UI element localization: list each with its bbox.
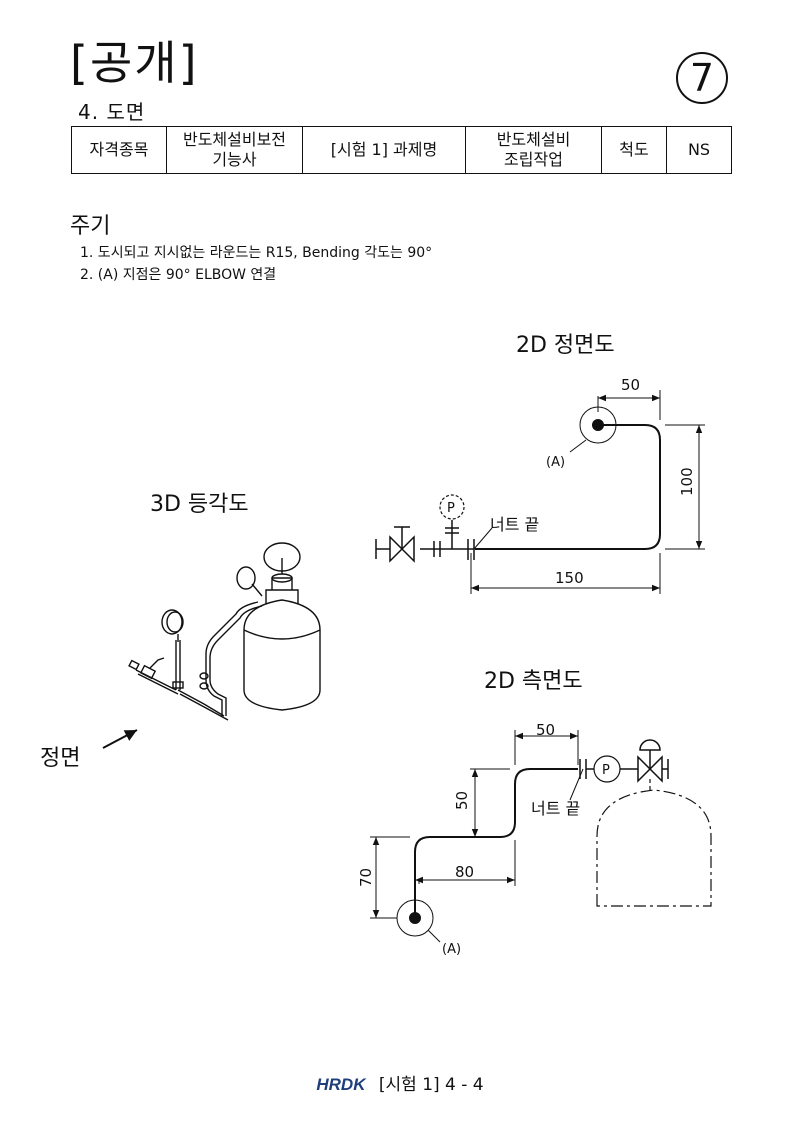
brand-logo: HRDK [316, 1075, 366, 1094]
front-gauge-circle [439, 494, 465, 520]
front-label-a: (A) [546, 455, 565, 470]
qualification-line2: 기능사 [212, 150, 257, 169]
iso-tank [243, 599, 321, 711]
section-title: 4. 도면 [78, 100, 146, 124]
task-line1: 반도체설비 [496, 130, 571, 149]
page-number-badge: 7 [676, 52, 728, 104]
note-item: 1. 도시되고 지시없는 라운드는 R15, Bending 각도는 90° [80, 245, 433, 261]
side-gauge-label: P [602, 763, 610, 778]
front-pipe [475, 424, 661, 550]
iso-pressure-gauge [161, 609, 183, 635]
side-dim-left-vertical: 70 [357, 868, 375, 887]
front-direction-arrow [102, 729, 138, 749]
front-dim-right: 100 [678, 467, 696, 496]
qualification-line1: 반도체설비보전 [182, 130, 287, 149]
front-gauge-label: P [447, 501, 455, 516]
task-line2: 조립작업 [504, 150, 563, 169]
front-direction-label: 정면 [40, 746, 80, 771]
note-item: 2. (A) 지점은 90° ELBOW 연결 [80, 267, 277, 283]
qualification-value: 반도체설비보전 기능사 [166, 126, 303, 174]
iso-view-title: 3D 등각도 [150, 492, 249, 517]
document-title: [공개] [70, 36, 199, 90]
side-label-a: (A) [442, 942, 461, 957]
front-dim-bottom: 150 [555, 569, 584, 587]
side-view-drawing [370, 730, 712, 943]
footer: HRDK [시험 1] 4 - 4 [0, 1070, 800, 1095]
side-pipe [414, 768, 578, 918]
side-tank-outline [596, 789, 712, 907]
iso-valve-handle [263, 542, 301, 572]
side-dim-mid-vertical: 50 [453, 791, 471, 810]
side-valve [637, 755, 663, 783]
front-view-drawing [375, 390, 705, 594]
front-valve [389, 535, 415, 563]
front-view-title: 2D 정면도 [516, 333, 615, 358]
side-view-title: 2D 측면도 [484, 669, 583, 694]
side-nut-end-label: 너트 끝 [531, 799, 580, 818]
notes-title: 주기 [70, 214, 111, 239]
front-dim-top: 50 [621, 376, 640, 394]
label-scale: 척도 [601, 126, 667, 174]
side-dim-horizontal: 80 [455, 863, 474, 881]
front-nut-end-label: 너트 끝 [490, 515, 539, 534]
label-qualification: 자격종목 [71, 126, 167, 174]
scale-value: NS [666, 126, 732, 174]
side-dim-top: 50 [536, 721, 555, 739]
table-row: 자격종목 반도체설비보전 기능사 [시험 1] 과제명 반도체설비 조립작업 척… [71, 126, 732, 174]
info-table: 자격종목 반도체설비보전 기능사 [시험 1] 과제명 반도체설비 조립작업 척… [71, 126, 732, 174]
iso-view-drawing [128, 542, 321, 721]
iso-valve-lever [149, 657, 165, 669]
iso-regulator-gauge [236, 566, 256, 590]
footer-text: [시험 1] 4 - 4 [378, 1075, 484, 1095]
